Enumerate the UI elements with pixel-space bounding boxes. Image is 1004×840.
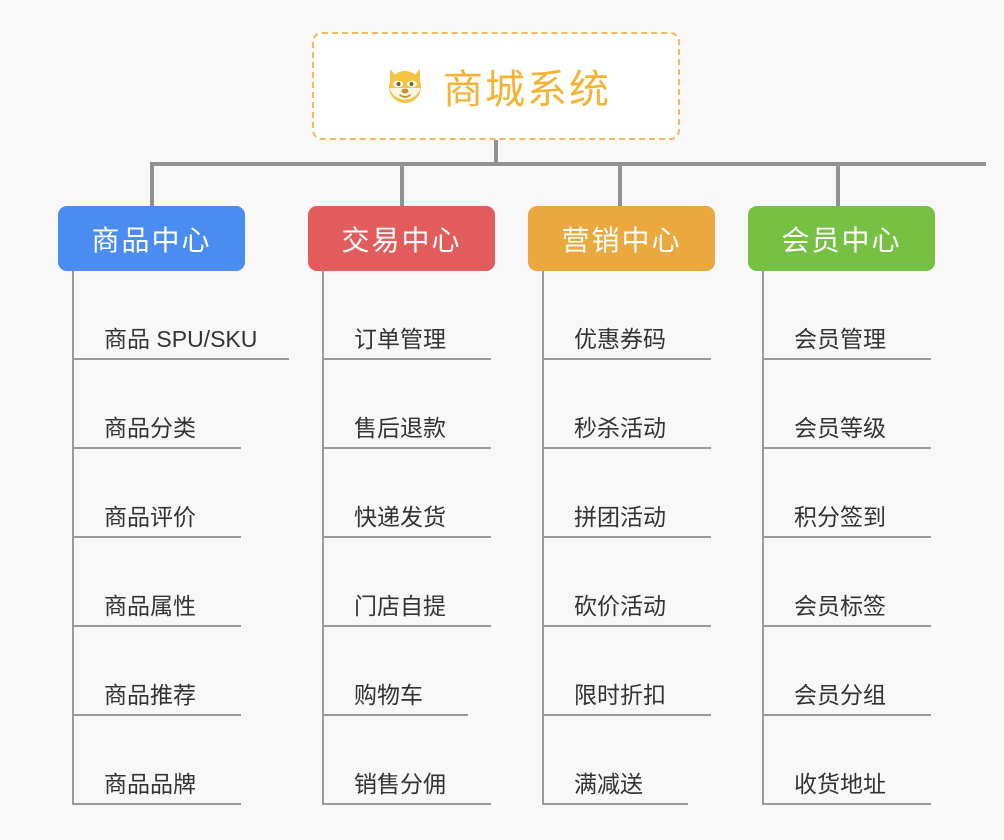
list-item[interactable]: 收货地址 — [764, 716, 935, 805]
leaf-underline — [324, 625, 491, 627]
leaf-underline — [74, 358, 289, 360]
leaf-underline — [74, 536, 241, 538]
leaf-label: 拼团活动 — [574, 504, 666, 530]
leaf-underline — [764, 625, 931, 627]
shiba-dog-icon — [381, 62, 429, 110]
leaf-underline — [764, 536, 931, 538]
leaf-label: 门店自提 — [354, 593, 446, 619]
leaf-label: 销售分佣 — [354, 771, 446, 797]
leaf-underline — [74, 714, 241, 716]
category-column-2: 交易中心 订单管理 售后退款 快递发货 门店自提 购物车 — [308, 206, 495, 805]
leaf-label: 会员标签 — [794, 593, 886, 619]
leaf-underline — [764, 803, 931, 805]
leaf-list-3: 优惠券码 秒杀活动 拼团活动 砍价活动 限时折扣 满减送 — [542, 271, 715, 805]
category-header-label-3: 营销中心 — [561, 224, 682, 256]
leaf-underline — [324, 714, 468, 716]
list-item[interactable]: 订单管理 — [324, 271, 495, 360]
list-item[interactable]: 秒杀活动 — [544, 360, 715, 449]
connector-drop-3 — [618, 162, 622, 206]
leaf-label: 限时折扣 — [574, 682, 666, 708]
leaf-label: 商品评价 — [104, 504, 196, 530]
leaf-list-1: 商品 SPU/SKU 商品分类 商品评价 商品属性 商品推荐 商品品牌 — [72, 271, 289, 805]
category-header-4[interactable]: 会员中心 — [748, 206, 935, 271]
leaf-underline — [74, 803, 241, 805]
root-node[interactable]: 商城系统 — [312, 32, 680, 140]
list-item[interactable]: 限时折扣 — [544, 627, 715, 716]
leaf-underline — [544, 714, 711, 716]
leaf-label: 商品属性 — [104, 593, 196, 619]
leaf-label: 收货地址 — [794, 771, 886, 797]
list-item[interactable]: 会员分组 — [764, 627, 935, 716]
list-item[interactable]: 购物车 — [324, 627, 495, 716]
connector-stem — [494, 140, 498, 165]
list-item[interactable]: 商品推荐 — [74, 627, 271, 716]
leaf-underline — [324, 803, 491, 805]
leaf-underline — [324, 358, 491, 360]
category-header-3[interactable]: 营销中心 — [528, 206, 715, 271]
connector-drop-2 — [400, 162, 404, 206]
leaf-label: 订单管理 — [354, 326, 446, 352]
list-item[interactable]: 砍价活动 — [544, 538, 715, 627]
list-item[interactable]: 会员管理 — [764, 271, 935, 360]
leaf-label: 会员等级 — [794, 415, 886, 441]
list-item[interactable]: 优惠券码 — [544, 271, 715, 360]
category-column-1: 商品中心 商品 SPU/SKU 商品分类 商品评价 商品属性 商品推荐 — [58, 206, 289, 805]
leaf-underline — [544, 803, 688, 805]
list-item[interactable]: 售后退款 — [324, 360, 495, 449]
leaf-underline — [544, 625, 711, 627]
list-item[interactable]: 商品属性 — [74, 538, 271, 627]
category-column-4: 会员中心 会员管理 会员等级 积分签到 会员标签 会员分组 — [748, 206, 935, 805]
connector-drop-4 — [836, 162, 840, 206]
leaf-underline — [324, 447, 491, 449]
leaf-list-4: 会员管理 会员等级 积分签到 会员标签 会员分组 收货地址 — [762, 271, 935, 805]
list-item[interactable]: 商品 SPU/SKU — [74, 271, 289, 360]
leaf-label: 售后退款 — [354, 415, 446, 441]
category-header-label-1: 商品中心 — [91, 224, 212, 256]
leaf-label: 商品分类 — [104, 415, 196, 441]
connector-drop-1 — [150, 162, 154, 206]
leaf-label: 商品品牌 — [104, 771, 196, 797]
list-item[interactable]: 商品品牌 — [74, 716, 271, 805]
leaf-underline — [324, 536, 491, 538]
leaf-label: 积分签到 — [794, 504, 886, 530]
list-item[interactable]: 会员标签 — [764, 538, 935, 627]
list-item[interactable]: 商品评价 — [74, 449, 271, 538]
leaf-label: 砍价活动 — [574, 593, 666, 619]
leaf-label: 满减送 — [574, 771, 643, 797]
leaf-label: 商品推荐 — [104, 682, 196, 708]
leaf-underline — [74, 625, 241, 627]
leaf-underline — [544, 536, 711, 538]
list-item[interactable]: 拼团活动 — [544, 449, 715, 538]
leaf-underline — [74, 447, 241, 449]
list-item[interactable]: 商品分类 — [74, 360, 271, 449]
list-item[interactable]: 门店自提 — [324, 538, 495, 627]
leaf-label: 快递发货 — [354, 504, 446, 530]
leaf-underline — [544, 358, 711, 360]
list-item[interactable]: 会员等级 — [764, 360, 935, 449]
leaf-underline — [764, 447, 931, 449]
root-title: 商城系统 — [443, 68, 611, 112]
category-header-2[interactable]: 交易中心 — [308, 206, 495, 271]
leaf-label: 优惠券码 — [574, 326, 666, 352]
leaf-label: 购物车 — [354, 682, 423, 708]
leaf-label: 会员分组 — [794, 682, 886, 708]
leaf-label: 商品 SPU/SKU — [104, 326, 258, 352]
leaf-label: 会员管理 — [794, 326, 886, 352]
leaf-underline — [764, 358, 931, 360]
connector-bus — [150, 162, 986, 166]
list-item[interactable]: 积分签到 — [764, 449, 935, 538]
category-column-3: 营销中心 优惠券码 秒杀活动 拼团活动 砍价活动 限时折扣 — [528, 206, 715, 805]
category-header-label-2: 交易中心 — [341, 224, 462, 256]
leaf-underline — [764, 714, 931, 716]
leaf-label: 秒杀活动 — [574, 415, 666, 441]
leaf-underline — [544, 447, 711, 449]
category-header-1[interactable]: 商品中心 — [58, 206, 245, 271]
category-header-label-4: 会员中心 — [781, 224, 902, 256]
list-item[interactable]: 快递发货 — [324, 449, 495, 538]
list-item[interactable]: 销售分佣 — [324, 716, 495, 805]
list-item[interactable]: 满减送 — [544, 716, 715, 805]
leaf-list-2: 订单管理 售后退款 快递发货 门店自提 购物车 销售分佣 — [322, 271, 495, 805]
